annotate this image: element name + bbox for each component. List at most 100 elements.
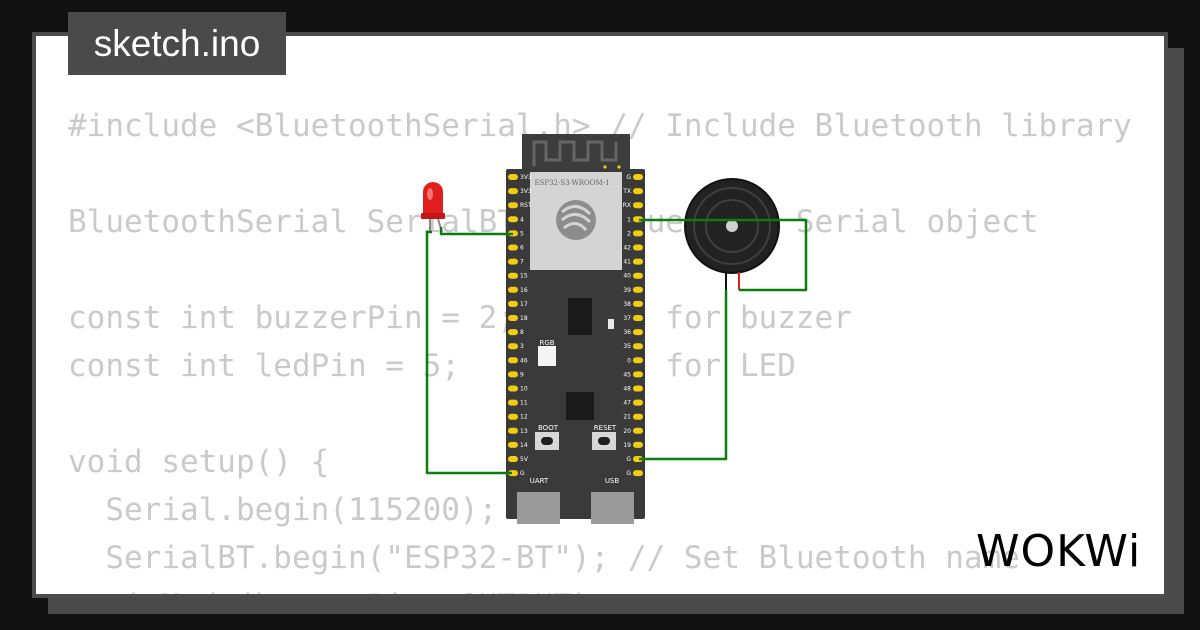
- left-pin-3[interactable]: [508, 343, 518, 350]
- left-pin-4[interactable]: [508, 216, 518, 223]
- left-pin-label: 3V3: [520, 188, 532, 195]
- right-pin-label: 45: [623, 371, 631, 378]
- left-pin-12[interactable]: [508, 413, 518, 420]
- left-pin-9[interactable]: [508, 371, 518, 378]
- left-pin-16[interactable]: [508, 286, 518, 293]
- wire-buzzer-to-pin1: [639, 218, 808, 292]
- right-pin-label: 47: [623, 400, 631, 407]
- code-line: #include <BluetoothSerial.h> // Include …: [68, 108, 1132, 144]
- usb-label: USB: [605, 477, 620, 485]
- wire-led-cathode-to-gnd: [425, 230, 512, 475]
- left-pin-17[interactable]: [508, 300, 518, 307]
- left-pin-6[interactable]: [508, 244, 518, 251]
- left-pin-18[interactable]: [508, 315, 518, 321]
- right-pin-37[interactable]: [633, 315, 643, 321]
- left-pin-label: 5V: [520, 456, 529, 463]
- right-pin-20[interactable]: [633, 427, 643, 434]
- left-pin-5v[interactable]: [508, 456, 518, 462]
- right-pin-2[interactable]: [633, 230, 643, 237]
- right-pin-rx[interactable]: [633, 202, 643, 209]
- code-line: SerialBT.begin("ESP32-BT"); // Set Bluet…: [68, 540, 1020, 576]
- right-pin-label: 38: [623, 301, 631, 308]
- left-pin-7[interactable]: [508, 258, 518, 265]
- right-pin-label: TX: [622, 188, 631, 195]
- right-pin-label: 40: [623, 273, 631, 280]
- left-pin-label: 18: [520, 315, 528, 322]
- right-pin-label: 35: [623, 343, 631, 350]
- left-pin-13[interactable]: [508, 427, 518, 434]
- right-pin-38[interactable]: [633, 300, 643, 307]
- left-pin-label: 15: [520, 273, 528, 280]
- left-pin-g[interactable]: [508, 470, 518, 477]
- red-led[interactable]: [421, 182, 445, 233]
- esp32-module: ESP32-S3-WROOM-1: [530, 172, 622, 270]
- right-pin-39[interactable]: [633, 286, 643, 293]
- left-pin-15[interactable]: [508, 272, 518, 279]
- file-tab[interactable]: sketch.ino: [68, 12, 286, 75]
- antenna: [522, 134, 630, 172]
- wire-led-anode-to-pin5: [439, 227, 513, 236]
- left-pin-3v3[interactable]: [508, 174, 518, 180]
- left-pin-46[interactable]: [508, 357, 518, 364]
- right-pin-45[interactable]: [633, 371, 643, 378]
- left-pin-label: 3V3: [520, 174, 532, 181]
- right-pin-g[interactable]: [633, 470, 643, 477]
- code-line: Serial.begin(115200);: [68, 492, 498, 528]
- code-line: pinMode(buzzerPin, OUTPUT);: [68, 582, 1132, 594]
- left-pin-label: 3: [520, 343, 524, 350]
- left-pin-label: 4: [520, 216, 524, 223]
- right-pin-21[interactable]: [633, 413, 643, 420]
- right-pin-g[interactable]: [633, 174, 643, 180]
- boot-button[interactable]: [535, 432, 559, 450]
- right-pin-48[interactable]: [633, 385, 643, 392]
- right-pin-label: G: [626, 470, 631, 477]
- left-pin-label: 16: [520, 287, 528, 294]
- right-pin-41[interactable]: [633, 258, 643, 265]
- right-pin-36[interactable]: [633, 329, 643, 336]
- left-pin-label: 13: [520, 428, 528, 435]
- left-pin-label: G: [520, 470, 525, 477]
- right-pin-40[interactable]: [633, 272, 643, 279]
- rgb-led: [538, 346, 556, 366]
- right-pin-tx[interactable]: [633, 188, 643, 195]
- right-pin-label: 21: [623, 414, 631, 421]
- left-pin-rst[interactable]: [508, 202, 518, 209]
- right-pin-label: G: [626, 174, 631, 181]
- right-pin-label: 36: [623, 329, 631, 336]
- left-pin-3v3[interactable]: [508, 188, 518, 195]
- right-pin-19[interactable]: [633, 441, 643, 448]
- wokwi-logo: WOKWi: [976, 526, 1142, 577]
- right-pin-label: RX: [623, 202, 631, 209]
- code-background: #include <BluetoothSerial.h> // Include …: [68, 102, 1132, 594]
- left-pin-11[interactable]: [508, 399, 518, 406]
- left-pin-label: 6: [520, 245, 524, 252]
- right-pin-42[interactable]: [633, 244, 643, 251]
- left-pin-label: 9: [520, 371, 524, 378]
- boot-label: BOOT: [538, 424, 559, 432]
- left-pin-label: 11: [520, 400, 528, 407]
- right-pin-label: 37: [623, 315, 631, 322]
- left-pin-8[interactable]: [508, 329, 518, 336]
- usb-port: [591, 492, 634, 524]
- right-pin-label: 39: [623, 287, 631, 294]
- left-pin-label: 10: [520, 386, 528, 393]
- right-pin-0[interactable]: [633, 357, 643, 364]
- right-pin-label: 0: [627, 357, 631, 364]
- right-pin-label: 19: [623, 442, 631, 449]
- code-line: void setup() {: [68, 444, 330, 480]
- wires: [425, 218, 808, 475]
- reset-button[interactable]: [592, 432, 616, 450]
- right-pin-47[interactable]: [633, 399, 643, 406]
- left-pin-14[interactable]: [508, 441, 518, 448]
- left-pin-label: 8: [520, 329, 524, 336]
- rgb-label: RGB: [539, 339, 554, 347]
- right-pin-label: 2: [627, 230, 631, 237]
- right-pin-label: 42: [623, 245, 631, 252]
- right-pin-label: 41: [623, 259, 631, 266]
- right-pin-g[interactable]: [633, 456, 643, 462]
- piezo-buzzer[interactable]: [684, 178, 780, 290]
- right-pin-label: G: [626, 456, 631, 463]
- right-pin-35[interactable]: [633, 343, 643, 350]
- left-pin-10[interactable]: [508, 385, 518, 392]
